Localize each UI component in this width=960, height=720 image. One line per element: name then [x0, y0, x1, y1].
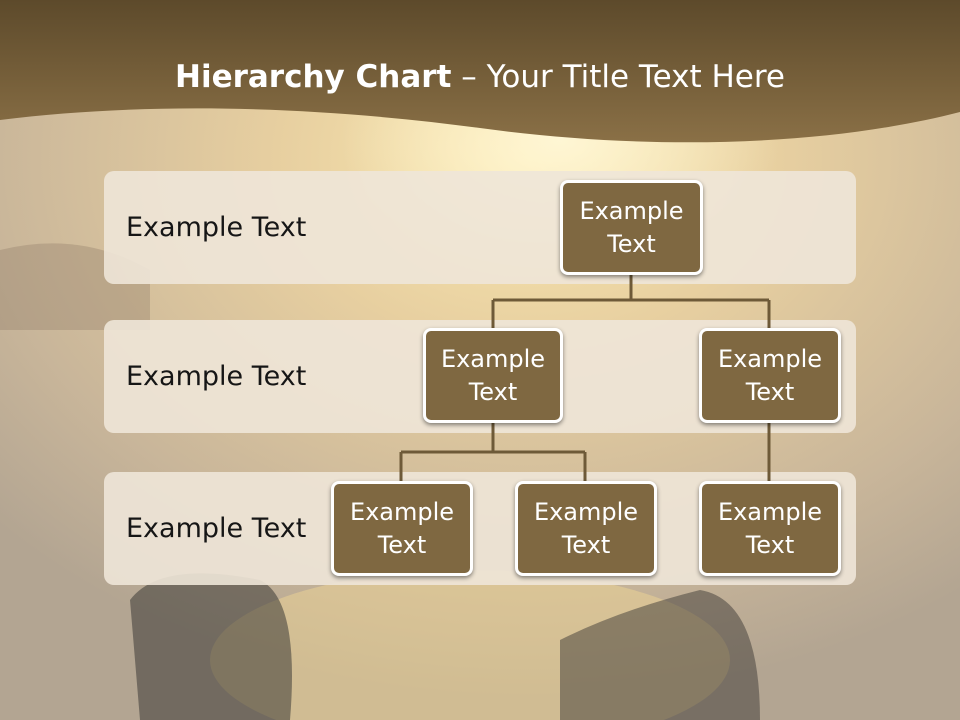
org-node-level2-left[interactable]: Example Text — [423, 328, 563, 423]
title-bold: Hierarchy Chart — [175, 59, 452, 95]
node-label: Example Text — [349, 497, 455, 559]
node-label: Example Text — [533, 497, 639, 559]
org-node-level3-c[interactable]: Example Text — [699, 481, 841, 576]
node-label: Example Text — [579, 196, 684, 258]
slide-title: Hierarchy Chart – Your Title Text Here — [0, 52, 960, 102]
org-node-level3-b[interactable]: Example Text — [515, 481, 657, 576]
node-label: Example Text — [717, 497, 823, 559]
level-band-1: Example Text — [104, 171, 856, 284]
org-node-root[interactable]: Example Text — [560, 180, 703, 275]
org-node-level2-right[interactable]: Example Text — [699, 328, 841, 423]
node-label: Example Text — [717, 344, 823, 406]
node-label: Example Text — [440, 344, 546, 406]
level-label: Example Text — [126, 212, 307, 243]
level-label: Example Text — [126, 513, 307, 544]
level-label: Example Text — [126, 361, 307, 392]
title-rest: – Your Title Text Here — [451, 59, 785, 95]
org-node-level3-a[interactable]: Example Text — [331, 481, 473, 576]
